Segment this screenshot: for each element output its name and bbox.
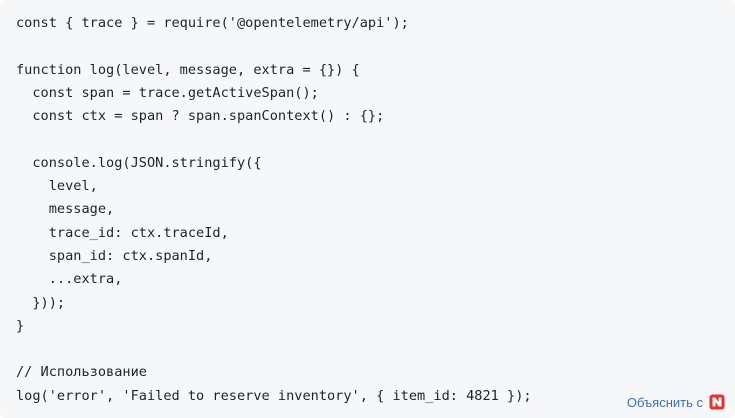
code-line: message, xyxy=(16,201,115,218)
code-content: const { trace } = require('@opentelemetr… xyxy=(16,12,532,408)
code-line: const span = trace.getActiveSpan(); xyxy=(16,84,319,101)
code-line: ...extra, xyxy=(16,271,123,288)
code-line xyxy=(16,35,532,58)
assistant-logo-icon xyxy=(709,394,725,410)
explain-button[interactable]: Объяснить с xyxy=(627,394,725,410)
code-line: console.log(JSON.stringify({ xyxy=(16,154,262,171)
code-line: log('error', 'Failed to reserve inventor… xyxy=(16,387,532,404)
code-line: span_id: ctx.spanId, xyxy=(16,247,213,264)
explain-button-label: Объяснить с xyxy=(626,394,703,410)
code-line: const { trace } = require('@opentelemetr… xyxy=(16,15,409,31)
code-line xyxy=(16,338,532,361)
code-line: trace_id: ctx.traceId, xyxy=(16,224,229,241)
code-line: } xyxy=(16,317,25,334)
code-line xyxy=(16,128,532,151)
code-line: const ctx = span ? span.spanContext() : … xyxy=(16,108,385,125)
code-line: level, xyxy=(16,178,98,195)
code-line: // Использование xyxy=(16,364,147,381)
code-line: function log(level, message, extra = {})… xyxy=(16,61,360,78)
code-line: })); xyxy=(16,294,66,311)
